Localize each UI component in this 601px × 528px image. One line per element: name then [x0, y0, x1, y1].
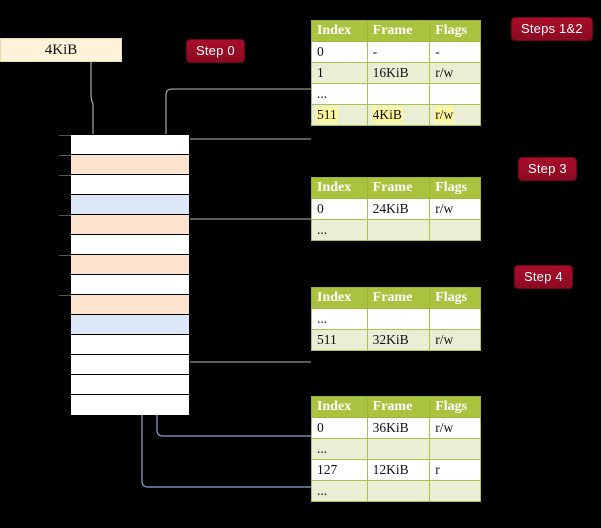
column-header: Flags [429, 20, 481, 42]
badge-step-4: Step 4 [515, 266, 572, 288]
table-cell: 511 [311, 329, 368, 351]
table-cell: 1 [311, 62, 368, 84]
memory-frame-row [59, 135, 189, 155]
table-row[interactable]: ... [311, 219, 481, 241]
badge-step-0: Step 0 [187, 40, 244, 62]
column-header: Frame [366, 287, 431, 309]
table-cell [429, 219, 481, 241]
table-cell: - [429, 41, 481, 63]
column-header: Flags [429, 396, 481, 418]
column-header: Flags [429, 177, 481, 199]
table-cell: 24KiB [366, 198, 431, 220]
table-cell: 16KiB [366, 62, 431, 84]
table-cell: 511 [311, 104, 368, 126]
memory-frame-row [71, 375, 189, 395]
frame-tick-mark [59, 155, 71, 156]
memory-frame-row [71, 315, 189, 335]
table-cell: ... [311, 308, 368, 330]
table-cell: ... [311, 438, 368, 460]
table-row[interactable]: ... [311, 83, 481, 105]
table-cell: ... [311, 219, 368, 241]
table-cell: r/w [429, 329, 481, 351]
table-cell: 0 [311, 198, 368, 220]
table-cell: 32KiB [366, 329, 431, 351]
memory-frame-row [71, 395, 189, 415]
table-cell: r/w [429, 417, 481, 439]
table-cell: r/w [429, 62, 481, 84]
highlighted-value: r/w [434, 107, 455, 123]
physical-memory-column [59, 134, 190, 415]
column-header: Flags [429, 287, 481, 309]
column-header: Frame [366, 177, 431, 199]
column-header: Index [311, 20, 368, 42]
table-cell: r/w [429, 198, 481, 220]
table-cell: 0 [311, 417, 368, 439]
table-row[interactable]: ... [311, 308, 481, 330]
table-cell: ... [311, 480, 368, 502]
virtual-address-label: 4KiB [44, 41, 78, 58]
column-header: Frame [366, 20, 431, 42]
table-row[interactable]: ... [311, 438, 481, 460]
highlighted-value: 511 [316, 107, 338, 123]
memory-frame-row [59, 155, 189, 175]
table-cell: 36KiB [366, 417, 431, 439]
badge-step-3: Step 3 [519, 158, 576, 180]
memory-frame-row [59, 175, 189, 195]
highlighted-value: 4KiB [371, 107, 403, 123]
frame-tick-mark [59, 295, 71, 296]
frame-tick-mark [59, 255, 71, 256]
table-cell: 127 [311, 459, 368, 481]
badge-steps-1-2: Steps 1&2 [512, 18, 592, 40]
table-cell [366, 438, 431, 460]
frame-tick-mark [59, 215, 71, 216]
frame-tick-mark [59, 135, 71, 136]
table-cell [366, 219, 431, 241]
table-cell: 4KiB [366, 104, 431, 126]
memory-frame-row [71, 335, 189, 355]
memory-frame-row [71, 235, 189, 255]
table-row[interactable]: 0-- [311, 41, 481, 63]
table-cell: 12KiB [366, 459, 431, 481]
memory-frame-row [59, 215, 189, 235]
table-cell [429, 83, 481, 105]
memory-frame-row [59, 255, 189, 275]
table-row[interactable]: ... [311, 480, 481, 502]
memory-frame-row [59, 295, 189, 315]
column-header: Index [311, 396, 368, 418]
table-cell [429, 480, 481, 502]
table-cell: r/w [429, 104, 481, 126]
table-row[interactable]: 511 4KiB r/w [311, 104, 481, 126]
memory-frame-row [71, 275, 189, 295]
column-header: Frame [366, 396, 431, 418]
table-cell [429, 438, 481, 460]
virtual-address-box: 4KiB [0, 38, 122, 62]
table-cell [366, 480, 431, 502]
table-cell: 0 [311, 41, 368, 63]
frame-tick-mark [59, 175, 71, 176]
table-cell [429, 308, 481, 330]
table-cell: r [429, 459, 481, 481]
table-cell: - [366, 41, 431, 63]
column-header: Index [311, 287, 368, 309]
memory-frame-row [71, 355, 189, 375]
table-cell [366, 308, 431, 330]
table-cell [366, 83, 431, 105]
memory-frame-row [71, 195, 189, 215]
table-cell: ... [311, 83, 368, 105]
column-header: Index [311, 177, 368, 199]
